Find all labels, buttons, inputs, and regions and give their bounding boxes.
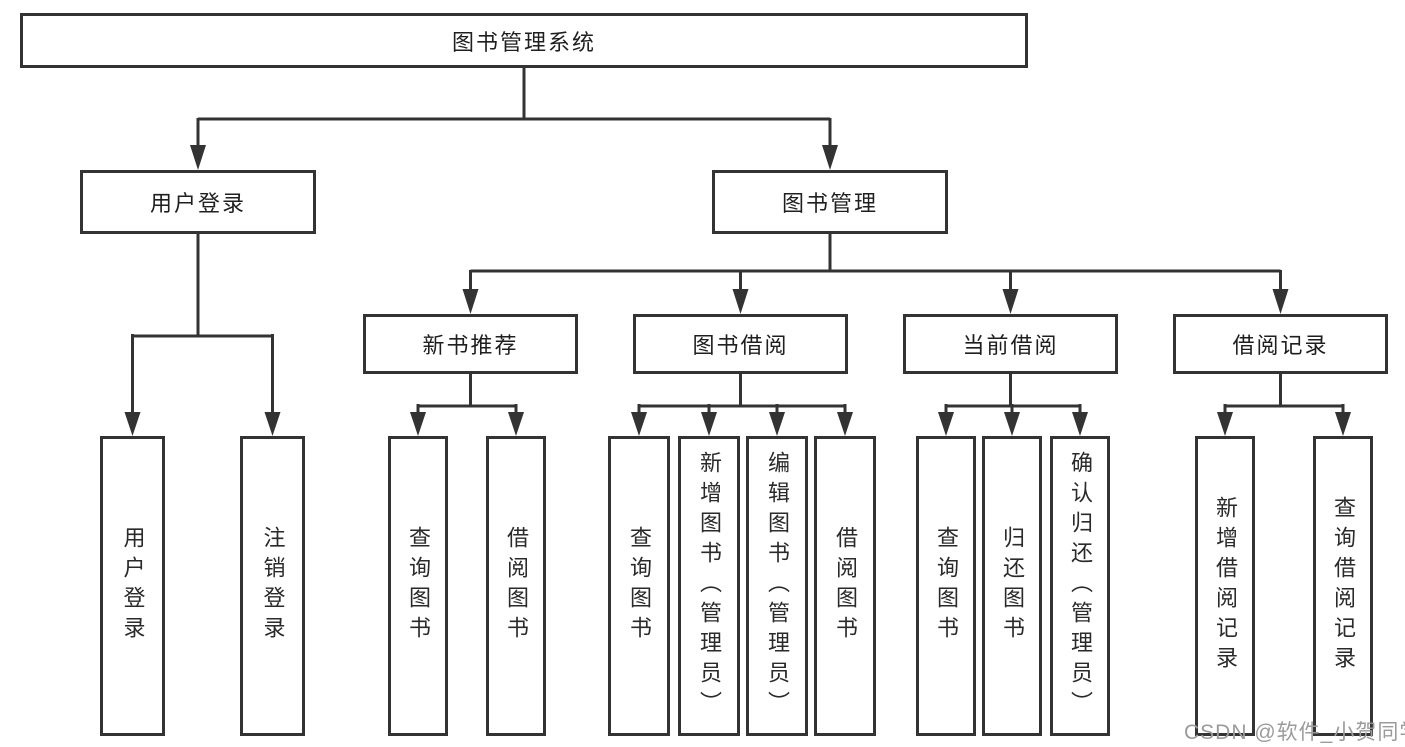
arrowhead-icons (124, 145, 1351, 436)
leaf-edit-book-admin: 编辑图书（管理员） (746, 436, 808, 736)
vertical-label: 新增借阅记录 (1213, 496, 1238, 676)
vertical-label: 借阅图书 (504, 526, 529, 646)
leaf-user-login: 用户登录 (100, 436, 165, 736)
vertical-label: 归还图书 (1000, 526, 1025, 646)
leaf-logout: 注销登录 (240, 436, 305, 736)
vertical-label: 借阅图书 (833, 526, 858, 646)
vertical-label: 新增图书（管理员） (697, 451, 722, 721)
vertical-label: 查询图书 (406, 526, 431, 646)
leaf-query-books-2: 查询图书 (608, 436, 670, 736)
node-new-book-recommend: 新书推荐 (363, 314, 578, 374)
leaf-return-book: 归还图书 (982, 436, 1042, 736)
vertical-label: 查询图书 (627, 526, 652, 646)
node-book-borrow-label: 图书借阅 (692, 333, 789, 358)
leaf-add-book-admin: 新增图书（管理员） (678, 436, 740, 736)
vertical-label: 查询图书 (934, 526, 959, 646)
leaf-query-books-3: 查询图书 (916, 436, 976, 736)
node-book-management-label: 图书管理 (781, 191, 878, 216)
vertical-label: 用户登录 (120, 526, 146, 646)
csdn-watermark: CSDN @软件_小贺同学 (1184, 721, 1405, 744)
vertical-label: 注销登录 (260, 526, 286, 646)
node-root: 图书管理系统 (20, 13, 1028, 68)
node-book-borrow: 图书借阅 (633, 314, 848, 374)
node-borrow-records-label: 借阅记录 (1232, 333, 1329, 358)
node-user-login-label: 用户登录 (149, 191, 246, 216)
node-current-borrow: 当前借阅 (903, 314, 1118, 374)
node-borrow-records: 借阅记录 (1173, 314, 1388, 374)
node-current-borrow-label: 当前借阅 (962, 333, 1059, 358)
leaf-confirm-return-admin: 确认归还（管理员） (1050, 436, 1110, 736)
leaf-query-books-1: 查询图书 (388, 436, 448, 736)
node-user-login: 用户登录 (80, 170, 316, 234)
node-root-label: 图书管理系统 (451, 29, 596, 55)
leaf-borrow-books-1: 借阅图书 (486, 436, 546, 736)
vertical-label: 确认归还（管理员） (1068, 451, 1093, 721)
leaf-query-borrow-record: 查询借阅记录 (1313, 436, 1373, 736)
vertical-label: 查询借阅记录 (1331, 496, 1356, 676)
vertical-label: 编辑图书（管理员） (765, 451, 790, 721)
node-book-management: 图书管理 (712, 170, 948, 234)
leaf-add-borrow-record: 新增借阅记录 (1195, 436, 1255, 736)
node-new-book-recommend-label: 新书推荐 (422, 333, 519, 358)
leaf-borrow-books-2: 借阅图书 (814, 436, 876, 736)
